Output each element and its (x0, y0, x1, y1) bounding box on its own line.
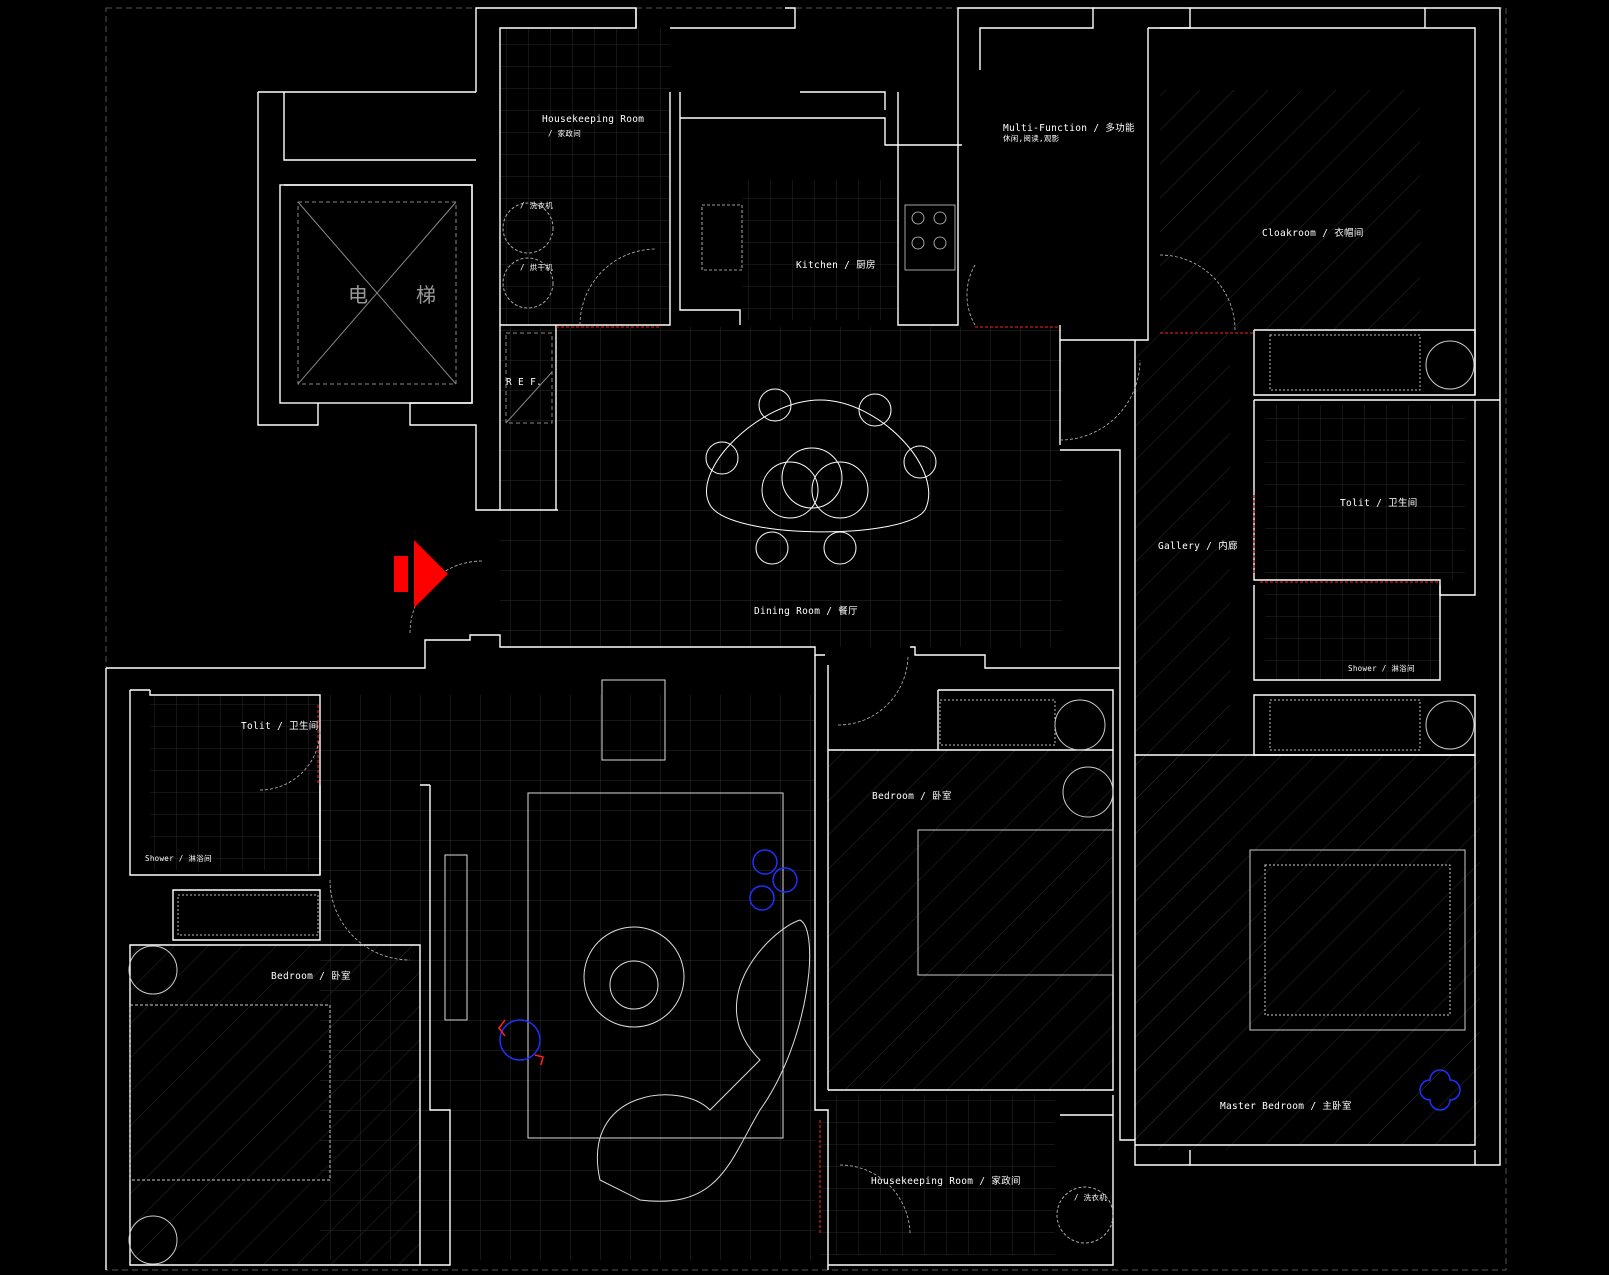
room-label-dining: Dining Room / 餐厅 (754, 606, 858, 617)
room-label-bedroom-left: Bedroom / 卧室 (271, 971, 351, 982)
room-label-toilet-left: Tolit / 卫生间 (241, 721, 319, 732)
washer-bottom-label: / 洗衣机 (1074, 1193, 1108, 1202)
toilet-right-floor (1265, 405, 1465, 580)
shower-right-floor (1265, 585, 1440, 680)
refrigerator (505, 332, 553, 424)
bedroom-mid-floor (828, 750, 1113, 1090)
living-furniture (444, 679, 811, 1202)
cloakroom-floor (1160, 90, 1420, 330)
entry-arrow-icon (394, 540, 448, 608)
dryer-label: / 烘干机 (520, 263, 554, 272)
beds (128, 340, 1475, 1265)
room-label-housekeeping-top: Housekeeping Room (542, 114, 645, 125)
room-label-housekeeping-top-cn: / 家政间 (548, 129, 582, 138)
room-label-toilet-right: Tolit / 卫生间 (1340, 498, 1418, 509)
room-label-multifunction-sub: 休闲,阅读,观影 (1003, 134, 1060, 143)
elevator-label: 电 梯 (348, 283, 455, 307)
kitchen-floor (742, 180, 897, 320)
blue-accents (499, 849, 1461, 1111)
room-label-multifunction: Multi-Function / 多功能 (1003, 123, 1135, 134)
site-boundary (105, 7, 1507, 1271)
toilet-left-floor (150, 695, 320, 870)
wardrobes (177, 334, 1421, 936)
room-label-kitchen: Kitchen / 厨房 (796, 260, 876, 271)
dining-floor (500, 327, 1062, 647)
master-floor (1135, 755, 1480, 1145)
refrigerator-label: R E F. (506, 377, 543, 388)
dining-chairs (705, 388, 937, 565)
room-label-gallery: Gallery / 内廊 (1158, 541, 1238, 552)
room-label-housekeeping-bottom: Housekeeping Room / 家政间 (871, 1176, 1021, 1187)
dining-table (705, 388, 937, 565)
walls (105, 7, 1501, 1270)
red-accents (498, 1019, 544, 1066)
appliance-circles (502, 202, 1114, 1244)
washer-label: / 洗衣机 (520, 201, 554, 210)
door-thresholds (317, 326, 1440, 1235)
room-label-master-bedroom: Master Bedroom / 主卧室 (1220, 1101, 1352, 1112)
room-label-shower-left: Shower / 淋浴间 (145, 854, 212, 863)
room-label-bedroom-mid: Bedroom / 卧室 (872, 791, 952, 802)
room-label-shower-right: Shower / 淋浴间 (1348, 664, 1415, 673)
elevator-shaft (297, 201, 457, 385)
bedroom-left-floor (130, 945, 420, 1265)
housekeeping-bottom-floor (820, 1095, 1055, 1255)
kitchen-cooktop (701, 204, 956, 271)
room-label-cloakroom: Cloakroom / 衣帽间 (1262, 228, 1364, 239)
housekeeping-top-floor (500, 28, 670, 326)
